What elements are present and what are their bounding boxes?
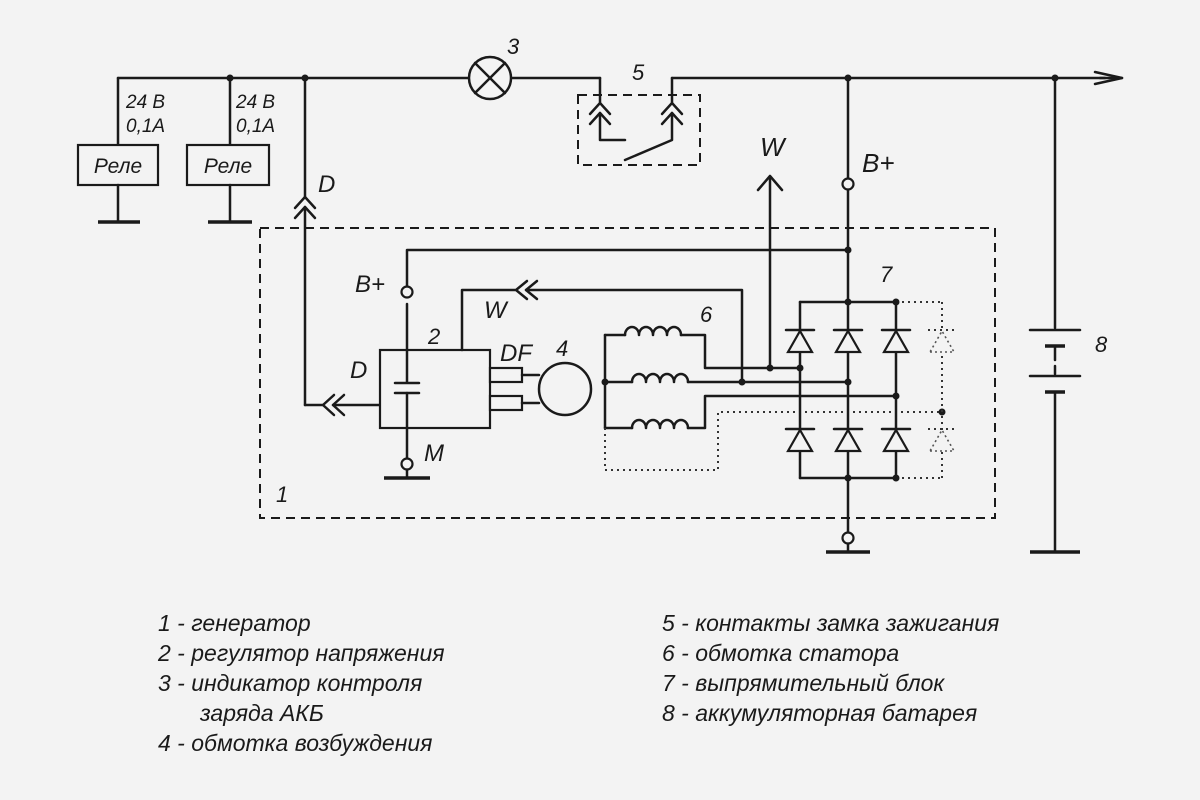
d-line xyxy=(293,76,382,417)
label-4: 4 xyxy=(556,336,568,361)
legend-item-5: 5 - контакты замка зажигания xyxy=(662,610,1000,636)
legend-item-2: 2 - регулятор напряжения xyxy=(158,640,445,666)
w-output-line xyxy=(756,174,784,370)
legend-right: 5 - контакты замка зажигания 6 - обмотка… xyxy=(662,608,999,728)
label-b-plus-top: B+ xyxy=(862,148,895,178)
legend-item-1: 1 - генератор xyxy=(158,610,311,636)
label-5: 5 xyxy=(632,60,645,85)
label-d-regulator: D xyxy=(350,357,367,384)
relay-1-voltage: 24 В xyxy=(125,92,165,113)
label-1: 1 xyxy=(276,482,288,507)
legend-item-8: 8 - аккумуляторная батарея xyxy=(662,700,978,726)
voltage-regulator xyxy=(378,302,524,480)
relay-1-label: Реле xyxy=(94,155,142,178)
label-b-plus-regulator: B+ xyxy=(355,271,385,298)
label-d-top: D xyxy=(318,171,335,198)
top-supply-line xyxy=(116,70,1124,86)
relay-1 xyxy=(76,76,160,224)
legend-left: 1 - генератор 2 - регулятор напряжения 3… xyxy=(158,608,445,758)
terminal-b-plus xyxy=(841,177,855,191)
relay-2 xyxy=(185,76,271,224)
terminal-m xyxy=(400,457,414,471)
label-8: 8 xyxy=(1095,332,1108,357)
generator-boundary xyxy=(259,227,996,519)
label-2: 2 xyxy=(427,324,440,349)
terminal-b-plus-regulator xyxy=(400,285,414,299)
b-plus-main-line xyxy=(844,76,852,304)
label-m: M xyxy=(424,440,444,467)
relay-1-current: 0,1А xyxy=(126,116,165,137)
label-w-regulator: W xyxy=(484,297,509,324)
regulator-b-plus-wire xyxy=(405,248,850,288)
battery-icon xyxy=(1028,76,1082,554)
legend-item-7: 7 - выпрямительный блок xyxy=(662,670,945,696)
indicator-lamp-icon xyxy=(467,55,513,101)
legend-item-3-continued: заряда АКБ xyxy=(200,700,324,726)
terminal-ground xyxy=(841,531,855,545)
legend-item-4: 4 - обмотка возбуждения xyxy=(158,730,433,756)
legend-item-3: 3 - индикатор контроля xyxy=(158,670,423,696)
label-w-top: W xyxy=(760,132,787,162)
legend-item-6: 6 - обмотка статора xyxy=(662,640,900,666)
w-regulator-wire xyxy=(460,279,744,384)
label-7: 7 xyxy=(880,262,893,287)
label-3: 3 xyxy=(507,34,520,59)
ignition-switch xyxy=(577,76,701,166)
stator-winding xyxy=(601,325,946,471)
excitation-winding xyxy=(520,361,593,417)
relay-2-current: 0,1А xyxy=(236,116,275,137)
relay-2-label: Реле xyxy=(204,155,252,178)
rectifier-block xyxy=(784,298,956,554)
label-6: 6 xyxy=(700,302,713,327)
label-df: DF xyxy=(500,340,533,367)
relay-2-voltage: 24 В xyxy=(235,92,275,113)
